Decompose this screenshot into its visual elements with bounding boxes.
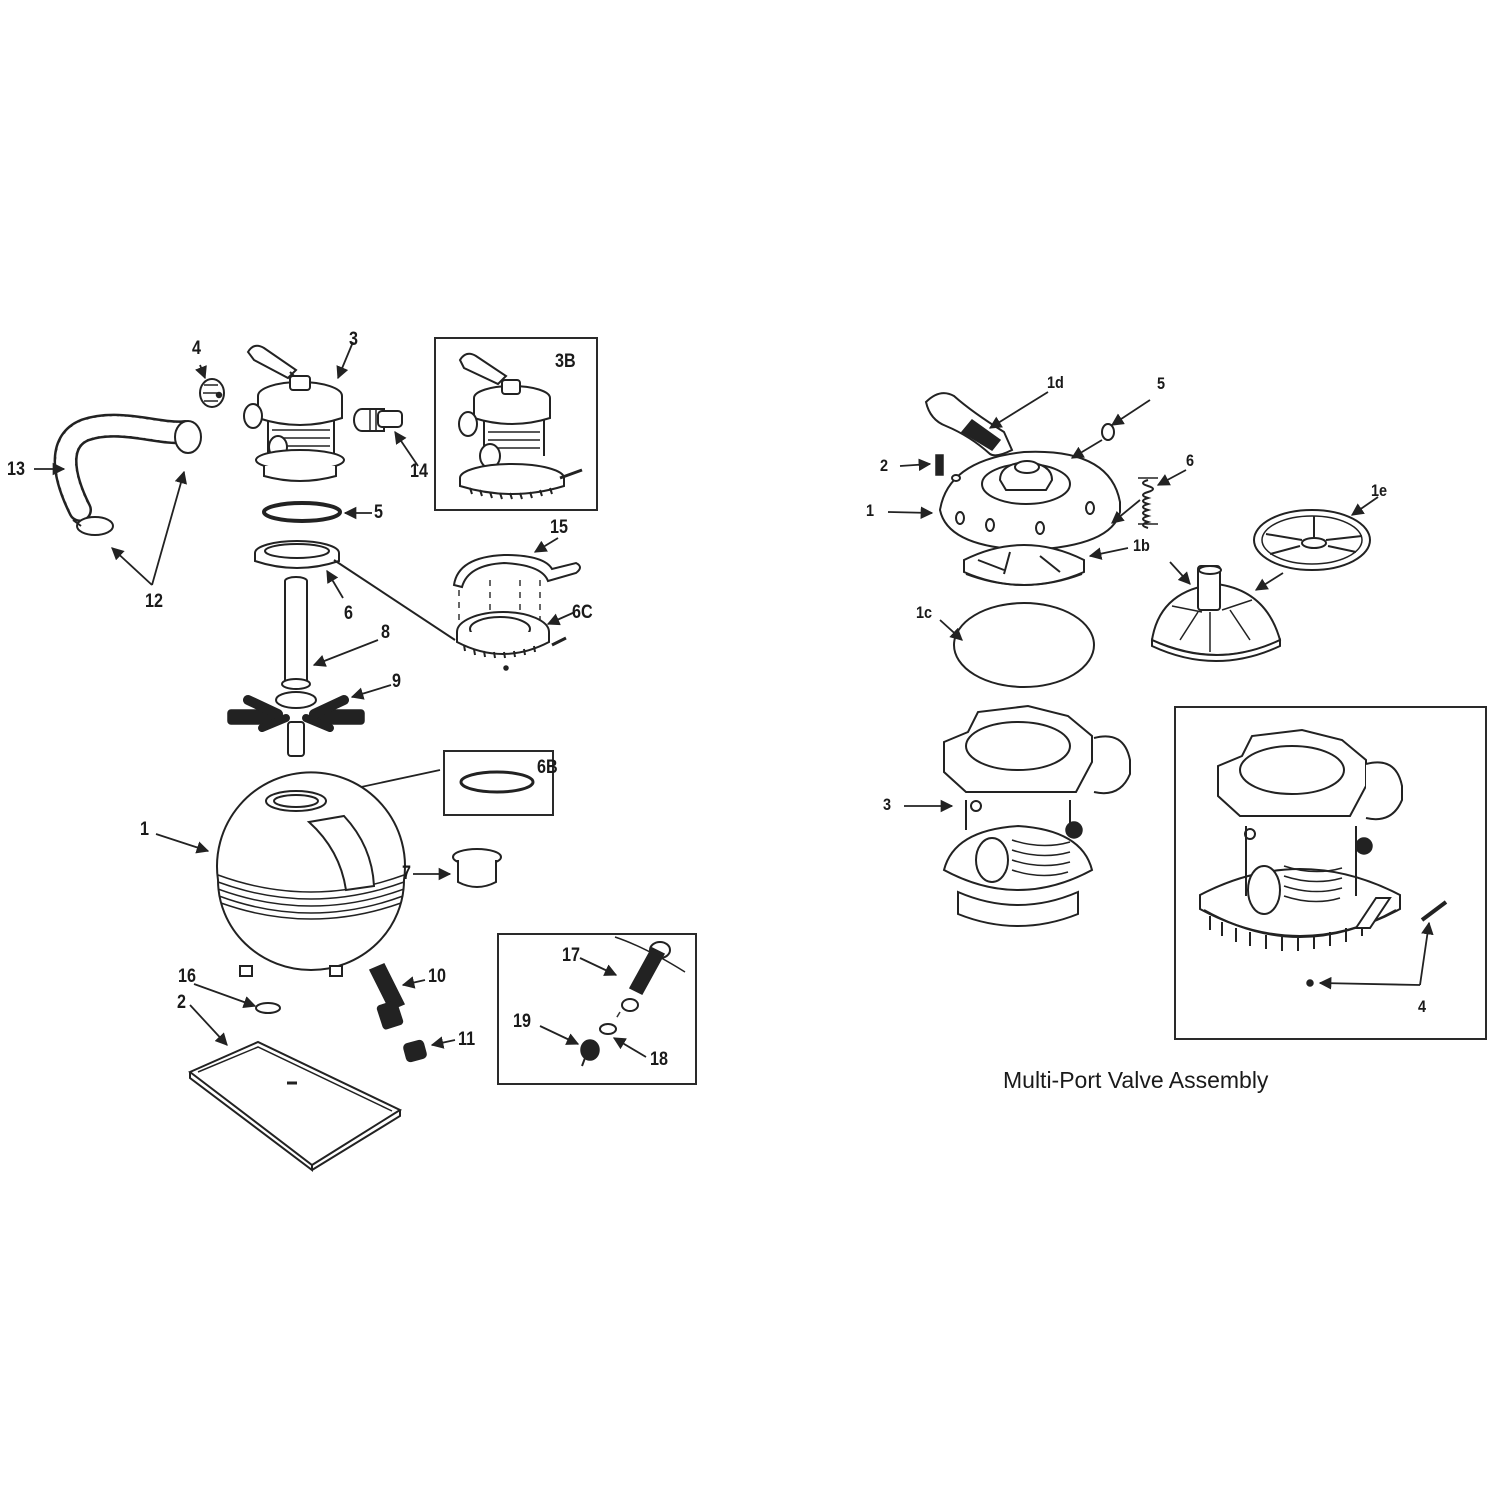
callout-11: 11 (458, 1029, 476, 1050)
callout-14: 14 (410, 461, 428, 482)
strainer-basket-part (452, 848, 502, 888)
callout-r1e: 1e (1371, 481, 1388, 500)
callout-6C: 6C (572, 602, 593, 623)
assembly-caption: Multi-Port Valve Assembly (1003, 1067, 1269, 1093)
callout-2: 2 (177, 992, 186, 1013)
multi-port-valve-part (243, 344, 345, 482)
valve-body-clamp-part (1199, 728, 1448, 987)
callout-12: 12 (145, 591, 163, 612)
drain-assembly-box (497, 933, 697, 1085)
center-pipe-part (281, 576, 311, 690)
callout-15: 15 (550, 517, 568, 538)
callout-3B: 3B (555, 351, 576, 372)
valve-alternate-part (458, 352, 583, 500)
valve-handle-part (924, 392, 1014, 457)
callout-7: 7 (402, 863, 411, 884)
callout-1: 1 (140, 819, 149, 840)
valve-body-clamp-box (1174, 706, 1487, 1040)
callout-6: 6 (344, 603, 353, 624)
gauge-plug-part (199, 378, 225, 408)
base-plate-part (188, 1040, 403, 1173)
rotor-part (963, 544, 1085, 586)
callout-r1c: 1c (916, 603, 933, 622)
spring-part (1138, 477, 1158, 529)
callout-r6: 6 (1186, 451, 1195, 470)
valve-cover-part (938, 450, 1121, 552)
callout-18: 18 (650, 1049, 668, 1070)
clamp-ring-alt-part (456, 611, 567, 671)
valve-alternate-box (434, 337, 598, 511)
drain-assembly-part (580, 936, 686, 1067)
callout-17: 17 (562, 945, 580, 966)
callout-r1: 1 (866, 501, 875, 520)
callout-r1d: 1d (1047, 373, 1064, 392)
callout-19: 19 (513, 1011, 531, 1032)
callout-8: 8 (381, 622, 390, 643)
connection-hose-part (53, 413, 202, 536)
hose-adapter-part (353, 408, 403, 432)
callout-r4: 4 (1418, 997, 1427, 1016)
spider-gasket-part (1253, 509, 1371, 571)
callout-13: 13 (7, 459, 25, 480)
valve-body-part (942, 704, 1131, 927)
callout-4: 4 (192, 338, 201, 359)
drain-pipe-part (368, 963, 406, 1030)
callout-r2: 2 (880, 456, 889, 475)
valve-clamp-ring-part (254, 540, 340, 569)
callout-6B: 6B (537, 757, 558, 778)
lateral-assembly-part (227, 691, 365, 757)
callout-r1b: 1b (1133, 536, 1150, 555)
filter-tank-part (216, 771, 406, 977)
callout-r5: 5 (1157, 374, 1166, 393)
clamp-handle-part (452, 553, 581, 589)
tank-o-ring-box (443, 750, 554, 816)
callout-16: 16 (178, 966, 196, 987)
callout-r3: 3 (883, 795, 892, 814)
callout-9: 9 (392, 671, 401, 692)
callout-3: 3 (349, 329, 358, 350)
rotor-lower-part (1150, 565, 1282, 662)
callout-5: 5 (374, 502, 383, 523)
callout-10: 10 (428, 966, 446, 987)
